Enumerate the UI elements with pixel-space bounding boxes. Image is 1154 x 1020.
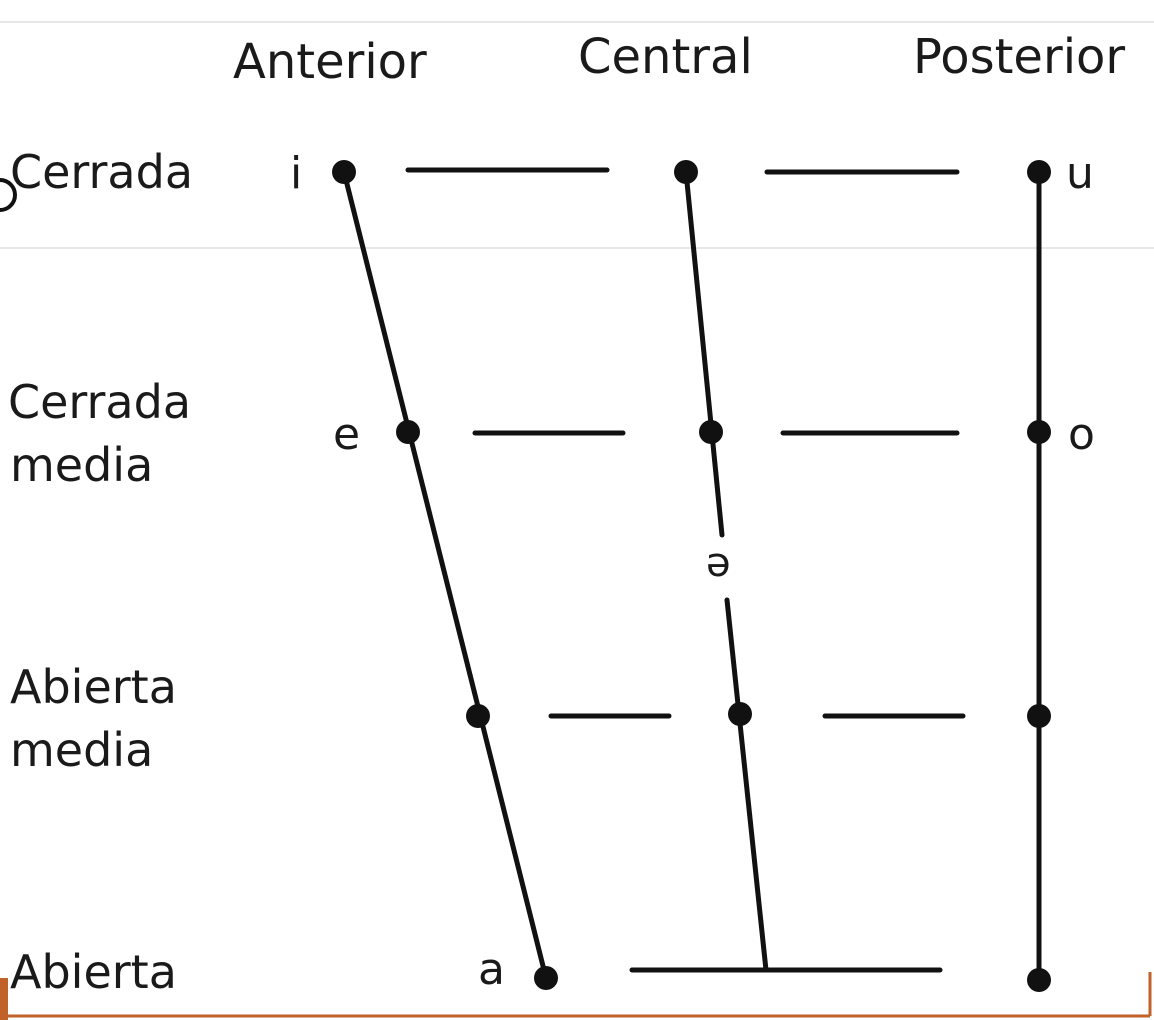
vowel-dot-open-back bbox=[1027, 968, 1051, 992]
row-label-cerrada-media-line1: Cerrada bbox=[8, 375, 191, 429]
row-label-abierta-media-line1: Abierta bbox=[10, 660, 177, 714]
row-label-abierta: Abierta bbox=[10, 945, 177, 999]
vowel-label-e: e bbox=[333, 409, 360, 460]
column-header-anterior: Anterior bbox=[233, 34, 427, 90]
central-line-upper bbox=[683, 169, 725, 538]
vowel-dot-openmid-front bbox=[466, 704, 490, 728]
vowel-dot-o bbox=[1027, 420, 1051, 444]
left-accent-bar bbox=[0, 978, 8, 1020]
front-edge-line bbox=[341, 169, 549, 981]
column-header-central: Central bbox=[578, 29, 753, 85]
vowel-label-i: i bbox=[290, 148, 302, 199]
row-label-cerrada: Cerrada bbox=[10, 145, 193, 199]
vowel-dot-closemid-central bbox=[699, 420, 723, 444]
vowel-dot-i bbox=[332, 160, 356, 184]
row-label-cerrada-media-line2: media bbox=[10, 438, 153, 492]
vowel-dot-e bbox=[396, 420, 420, 444]
row-label-abierta-media-line2: media bbox=[10, 723, 153, 777]
central-line-lower bbox=[724, 597, 769, 973]
vowel-label-a: a bbox=[478, 944, 505, 995]
vowel-label-u: u bbox=[1066, 148, 1094, 199]
vowel-label-schwa: ə bbox=[706, 540, 731, 586]
vowel-dot-close-central bbox=[674, 160, 698, 184]
vowel-dot-u bbox=[1027, 160, 1051, 184]
column-header-posterior: Posterior bbox=[913, 29, 1125, 85]
vowel-dot-openmid-back bbox=[1027, 704, 1051, 728]
vowel-label-o: o bbox=[1068, 409, 1095, 460]
vowel-dot-openmid-central bbox=[728, 702, 752, 726]
vowel-dot-a bbox=[534, 966, 558, 990]
edge-arc bbox=[0, 178, 17, 212]
